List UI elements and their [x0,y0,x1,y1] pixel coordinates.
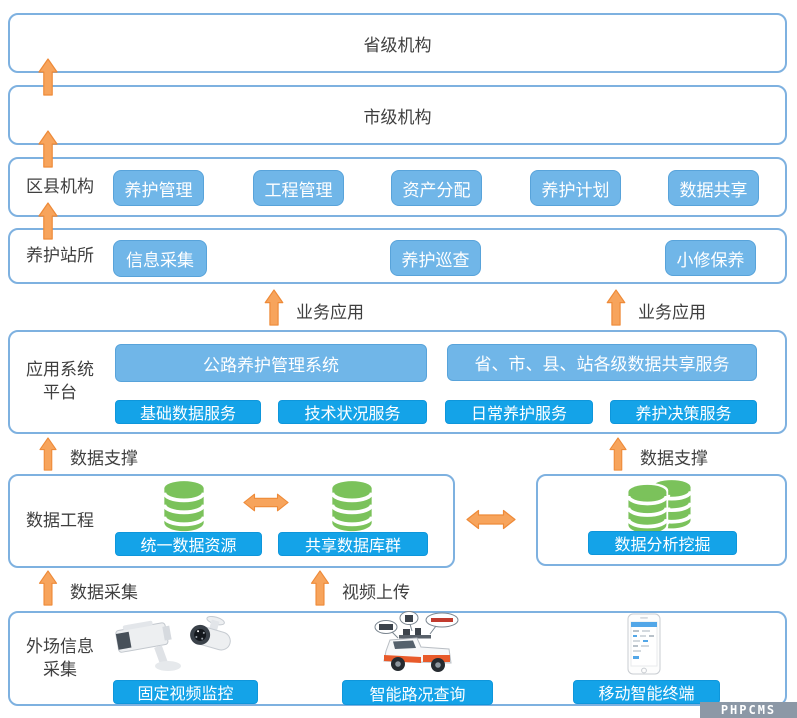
up-arrow-icon [38,570,58,606]
mobile-phone-icon [627,613,661,675]
up-arrow-icon [38,437,58,471]
node-maintenance-decision-service: 养护决策服务 [610,400,757,424]
field-label-line2: 采集 [43,659,77,679]
database-icon [326,479,378,532]
node-highway-maintenance-system: 公路养护管理系统 [115,344,427,382]
database-cluster-icon [620,478,693,534]
node-fixed-video-monitoring: 固定视频监控 [113,680,258,704]
road-survey-truck-icon [374,611,459,672]
node-maintenance-management: 养护管理 [113,170,204,206]
data-engineering-label: 数据工程 [26,510,94,530]
node-data-analysis-mining: 数据分析挖掘 [588,531,737,555]
up-arrow-icon [38,58,58,96]
node-maintenance-patrol: 养护巡查 [390,240,481,276]
node-smart-road-condition-query: 智能路况查询 [342,680,493,705]
data-support-label-right: 数据支撑 [640,449,708,468]
frame-city [8,85,787,145]
database-icon [158,479,210,532]
node-technical-status-service: 技术状况服务 [278,400,427,424]
video-upload-label: 视频上传 [342,583,410,602]
double-arrow-icon [243,493,289,512]
up-arrow-icon [606,289,626,326]
district-label: 区县机构 [26,176,94,196]
data-collect-label: 数据采集 [70,583,138,602]
node-data-sharing: 数据共享 [668,170,759,206]
node-info-collection: 信息采集 [113,240,207,277]
node-unified-data-resource: 统一数据资源 [115,532,262,556]
node-asset-allocation: 资产分配 [391,170,482,206]
up-arrow-icon [264,289,284,326]
business-app-label-left: 业务应用 [296,303,364,322]
field-collection-label: 外场信息 采集 [12,611,108,706]
node-mobile-smart-terminal: 移动智能终端 [573,680,720,704]
node-minor-repair: 小修保养 [665,240,756,276]
field-label-line1: 外场信息 [26,636,94,656]
node-maintenance-plan: 养护计划 [530,170,621,206]
app-platform-label: 应用系统 平台 [12,330,108,434]
business-app-label-right: 业务应用 [638,303,706,322]
node-daily-maintenance-service: 日常养护服务 [445,400,593,424]
node-shared-database-cluster: 共享数据库群 [278,532,428,556]
up-arrow-icon [310,570,330,606]
phpcms-watermark: PHPCMS [700,702,797,718]
node-project-management: 工程管理 [253,170,344,206]
app-platform-label-line2: 平台 [43,383,77,402]
node-basic-data-service: 基础数据服务 [115,400,261,424]
data-support-label-left: 数据支撑 [70,449,138,468]
up-arrow-icon [38,202,58,240]
app-platform-label-line1: 应用系统 [26,360,94,380]
cctv-cameras-icon [115,616,231,671]
city-title: 市级机构 [363,107,432,127]
up-arrow-icon [38,130,58,168]
up-arrow-icon [608,437,628,471]
frame-provincial [8,13,787,73]
double-arrow-icon [466,509,516,530]
provincial-title: 省级机构 [363,35,432,55]
station-label: 养护站所 [26,245,94,265]
node-data-sharing-service: 省、市、县、站各级数据共享服务 [447,344,757,381]
